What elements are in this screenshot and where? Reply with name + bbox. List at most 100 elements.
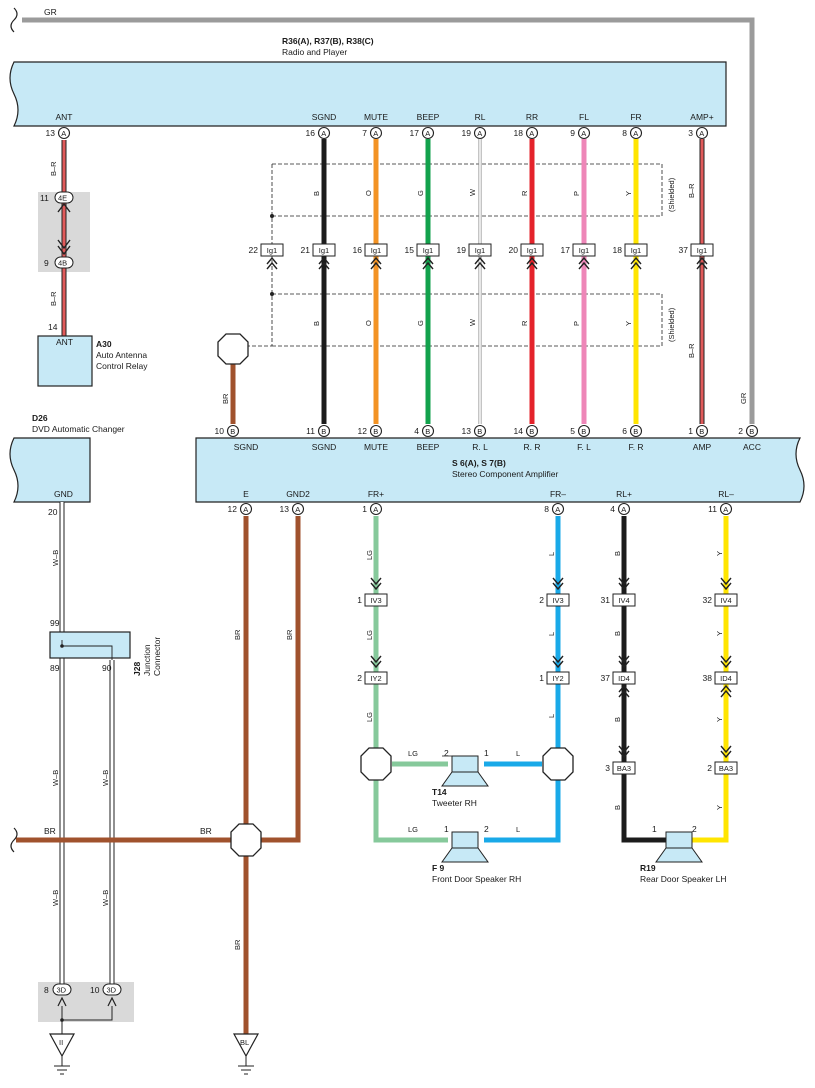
- amp-top-pin-7-conn: B: [633, 427, 638, 436]
- frp-label-3: LG: [365, 712, 374, 722]
- amp-top-pin-3-conn: B: [425, 427, 430, 436]
- br-label-e: BR: [233, 629, 242, 640]
- connector-4E-pin: 11: [40, 193, 49, 203]
- amp-bottom-terminal-1: GND2: [286, 489, 310, 499]
- ground-3D-pin-1: 8: [44, 985, 49, 995]
- amp-bottom-pin-3: A8: [544, 502, 565, 516]
- rl_minus-connector-0-pin: 32: [703, 595, 713, 605]
- junction-name-2: Connector: [152, 637, 162, 676]
- amplifier-box: [195, 437, 805, 503]
- signal-wire-label-upper-5: P: [572, 191, 581, 196]
- wb-label-4: W–B: [51, 890, 60, 906]
- front-pin-left: 1: [444, 824, 449, 834]
- ground-3D-tag-1: 3D: [57, 986, 67, 995]
- changer-box: [9, 437, 91, 503]
- amp-bottom-pin-1-conn: A: [295, 505, 300, 514]
- shield-label-lower: (Shielded): [667, 307, 676, 342]
- amp-top-terminal-7: F. R: [628, 442, 643, 452]
- amp-top-pin-8-num: 1: [688, 426, 693, 436]
- changer-terminal: GND: [54, 489, 73, 499]
- rl_minus-connector-1-tag: ID4: [720, 674, 732, 683]
- amp-top-pin-2: B12: [358, 424, 383, 438]
- radio-codes: R36(A), R37(B), R38(C): [282, 36, 374, 46]
- radio-pin-2-conn: A: [373, 129, 378, 138]
- signal-wire-label-upper-2: G: [416, 190, 425, 196]
- radio-and-player: R36(A), R37(B), R38(C) Radio and Player …: [9, 36, 727, 140]
- connector-chevron: [720, 684, 732, 698]
- radio-pin-4-num: 19: [462, 128, 472, 138]
- fr_plus-connector-1-tag: IY2: [370, 674, 381, 683]
- amp-bottom-pin-5: A11: [708, 502, 733, 516]
- radio-pin-3-num: 17: [410, 128, 420, 138]
- rlp-label-2: B: [613, 631, 622, 636]
- amp-top-terminal-3: BEEP: [417, 442, 440, 452]
- ground-splice-node: [230, 823, 262, 857]
- rl_minus-connector-2-pin: 2: [707, 763, 712, 773]
- connector-chevron: [552, 655, 564, 669]
- changer-code: D26: [32, 413, 48, 423]
- connector-chevron: [618, 655, 630, 669]
- connector-4B-pin: 9: [44, 258, 49, 268]
- amp-bottom-pin-3-conn: A: [555, 505, 560, 514]
- connector-chevron: [618, 684, 630, 698]
- amp-bottom-terminal-5: RL–: [718, 489, 734, 499]
- radio-pin-7-conn: A: [633, 129, 638, 138]
- signal-wire-label-upper-6: Y: [624, 191, 633, 196]
- radio-pin-2-num: 7: [362, 128, 367, 138]
- signal-wire-label-upper-3: W: [468, 188, 477, 196]
- speaker-inline-connectors: IV31IY22IV32IY21IV431ID437BA33IV432ID438…: [357, 577, 738, 775]
- radio-pin-1: A 16: [306, 126, 331, 140]
- frp-label-1: LG: [365, 550, 374, 560]
- radio-pin-8-num: 3: [688, 128, 693, 138]
- front-l-label: L: [516, 825, 520, 834]
- rlp-label-4: B: [613, 805, 622, 810]
- shield-upper: [272, 163, 663, 217]
- rear-pin-left: 1: [652, 824, 657, 834]
- tweeter-pin-right: 1: [484, 748, 489, 758]
- amp-top-pin-9: B2: [738, 424, 759, 438]
- connector-chevron: [618, 745, 630, 759]
- shield-ground-node: [217, 333, 249, 365]
- front-speaker-name: Front Door Speaker RH: [432, 874, 521, 884]
- radio-terminal-7: FR: [630, 112, 641, 122]
- rear-door-speaker-lh: 1 2 R19 Rear Door Speaker LH: [640, 824, 726, 884]
- rlm-label-3: Y: [715, 717, 724, 722]
- radio-terminal-2: MUTE: [364, 112, 388, 122]
- connector-chevron: [696, 256, 708, 270]
- changer-pin: 20: [48, 507, 58, 517]
- amp-top-pin-7: B6: [622, 424, 643, 438]
- fr_plus-connector-0-pin: 1: [357, 595, 362, 605]
- radio-pin-6-conn: A: [581, 129, 586, 138]
- radio-pin-1-num: 16: [306, 128, 316, 138]
- radio-pin-4: A19: [462, 126, 487, 140]
- rlm-label-2: Y: [715, 631, 724, 636]
- radio-pin-2: A7: [362, 126, 383, 140]
- amp-bottom-terminal-3: FR–: [550, 489, 566, 499]
- amp-top-terminal-4: R. L: [472, 442, 488, 452]
- shield-lower: [272, 293, 663, 347]
- lg1-connector-0-tag: Ig1: [267, 246, 277, 255]
- rl_plus-connector-2-pin: 3: [605, 763, 610, 773]
- amp-bottom-pin-0: A12: [228, 502, 253, 516]
- connector-chevron: [474, 256, 486, 270]
- connector-chevron: [720, 655, 732, 669]
- junction-pin-99: 99: [50, 618, 60, 628]
- amp-bottom-pin-4-num: 4: [610, 504, 615, 514]
- rlp-label-1: B: [613, 551, 622, 556]
- amp-bottom-pin-3-num: 8: [544, 504, 549, 514]
- radio-pin-8-conn: A: [699, 129, 704, 138]
- ground-symbol-BL: BL: [232, 1033, 260, 1075]
- relay-name-1: Auto Antenna: [96, 350, 147, 360]
- radio-pin-1-conn: A: [321, 129, 326, 138]
- front-speaker-code: F 9: [432, 863, 445, 873]
- amp-codes: S 6(A), S 7(B): [452, 458, 506, 468]
- tweeter-lg-label: LG: [408, 749, 418, 758]
- junction-code: J28: [132, 662, 142, 676]
- signal-wire-label-lower-4: R: [520, 320, 529, 326]
- amp-top-pin-1-conn: B: [321, 427, 326, 436]
- lg1-connector-6-tag: Ig1: [579, 246, 589, 255]
